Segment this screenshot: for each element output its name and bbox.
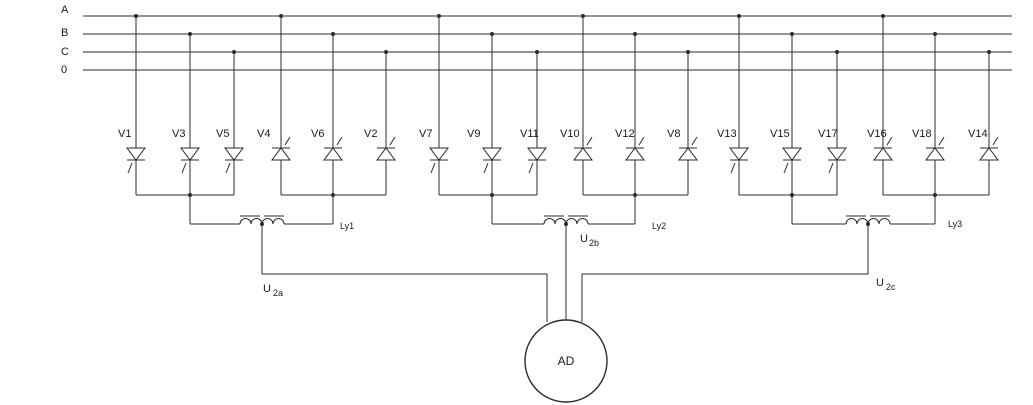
thyristor-v17: V17	[818, 50, 847, 195]
thyristor-triangle	[678, 147, 698, 161]
thyristor-label: V12	[615, 128, 635, 140]
thyristor-triangle	[925, 147, 945, 161]
thyristor-triangle	[180, 147, 200, 161]
thyristor-triangle	[827, 147, 847, 161]
thyristor-triangle	[729, 147, 749, 161]
thyristor-gate	[586, 136, 593, 146]
thyristor-gate	[783, 162, 789, 174]
thyristor-gate	[225, 162, 231, 174]
thyristor-label: V9	[467, 128, 480, 140]
bus-label-b: B	[61, 27, 68, 39]
reactor-2	[491, 195, 636, 226]
thyristor-v11: V11	[520, 50, 547, 195]
thyristor-label: V8	[667, 128, 680, 140]
thyristor-label: V6	[311, 128, 324, 140]
reactor-label-ly2: Ly2	[652, 221, 666, 231]
thyristor-label: V5	[216, 128, 229, 140]
thyristor-label: V15	[770, 128, 790, 140]
bus-label-0: 0	[61, 64, 67, 76]
thyristor-v5: V5	[216, 50, 244, 195]
thyristor-v8: V8	[667, 50, 698, 195]
thyristor-triangle	[224, 147, 244, 161]
thyristor-v18: V18	[912, 32, 945, 195]
thyristor-triangle	[323, 147, 343, 161]
thyristor-triangle	[979, 147, 999, 161]
thyristor-triangle	[376, 147, 396, 161]
thyristor-label: V4	[257, 128, 270, 140]
thyristor-v6: V6	[311, 32, 343, 195]
thyristor-triangle	[271, 147, 291, 161]
thyristor-label: V3	[172, 128, 185, 140]
thyristor-v10: V10	[560, 14, 593, 195]
thyristor-label: V16	[867, 128, 887, 140]
bus-label-a: A	[61, 4, 69, 16]
reactor-1	[189, 195, 334, 226]
thyristor-v12: V12	[615, 32, 645, 195]
thyristor-v9: V9	[467, 32, 502, 195]
thyristor-label: V10	[560, 128, 580, 140]
thyristor-gate	[730, 162, 736, 174]
thyristor-triangle	[625, 147, 645, 161]
thyristor-gate	[886, 136, 893, 146]
thyristor-label: V13	[717, 128, 737, 140]
thyristor-gate	[284, 136, 291, 146]
thyristor-gate	[691, 136, 698, 146]
thyristor-gate	[638, 136, 645, 146]
thyristor-v15: V15	[770, 32, 802, 195]
thyristor-v1: V1	[118, 14, 146, 195]
thyristor-gate	[430, 162, 436, 174]
thyristor-label: V11	[520, 128, 539, 140]
thyristor-triangle	[873, 147, 893, 161]
thyristor-label: V2	[364, 128, 377, 140]
thyristor-gate	[336, 136, 343, 146]
motor-label: AD	[558, 354, 575, 368]
reactor-label-ly3: Ly3	[948, 219, 962, 229]
thyristor-gate	[992, 136, 999, 146]
thyristor-triangle	[573, 147, 593, 161]
thyristor-gate	[828, 162, 834, 174]
reactor-3	[791, 195, 936, 226]
thyristor-triangle	[527, 147, 547, 161]
thyristor-gate	[389, 136, 396, 146]
thyristor-v4: V4	[257, 14, 291, 195]
thyristor-v3: V3	[172, 32, 200, 195]
thyristor-gate	[938, 136, 945, 146]
thyristor-layer: V1 V3 V5 V4 V6 V2 V7 V9 V11 V10 V12 V8 V13 V15 V17 V16 V…	[118, 14, 999, 226]
thyristor-triangle	[782, 147, 802, 161]
output-wire-u2a	[261, 224, 548, 322]
thyristor-gate	[483, 162, 489, 174]
thyristor-gate	[528, 162, 534, 174]
thyristor-triangle	[126, 147, 146, 161]
thyristor-gate	[127, 162, 133, 174]
reactor-label-ly1: Ly1	[340, 221, 354, 231]
thyristor-v2: V2	[364, 50, 396, 195]
thyristor-triangle	[482, 147, 502, 161]
thyristor-gate	[181, 162, 187, 174]
output-label-u2b: U2b	[580, 233, 599, 248]
thyristor-v16: V16	[867, 14, 893, 195]
thyristor-v14: V14	[968, 50, 999, 195]
thyristor-label: V18	[912, 128, 932, 140]
thyristor-triangle	[429, 147, 449, 161]
thyristor-v13: V13	[717, 14, 749, 195]
thyristor-label: V14	[968, 128, 988, 140]
thyristor-v7: V7	[419, 14, 449, 195]
output-wire-u2c	[581, 224, 869, 322]
thyristor-label: V17	[818, 128, 838, 140]
bus-label-c: C	[61, 46, 69, 58]
thyristor-label: V7	[419, 128, 432, 140]
thyristor-label: V1	[118, 128, 131, 140]
motor-circle	[524, 319, 608, 403]
